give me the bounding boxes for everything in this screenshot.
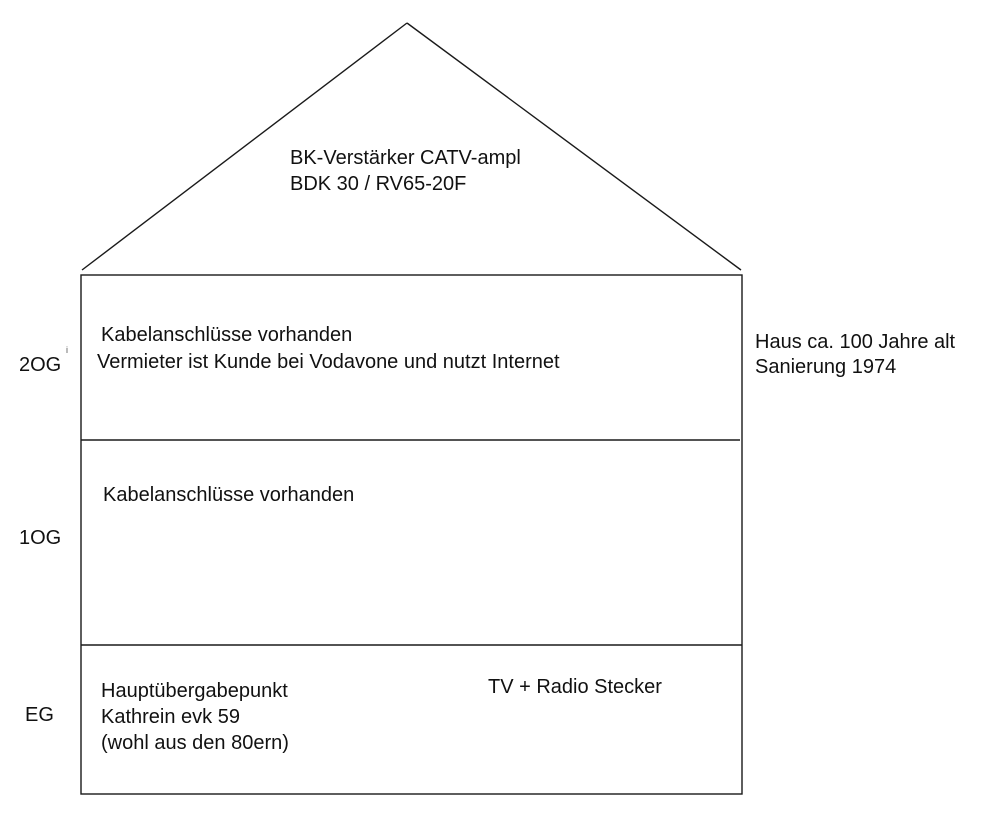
floor-eg-line-1: Hauptübergabepunkt bbox=[101, 680, 288, 702]
floor-2og-marker: i bbox=[66, 345, 68, 355]
house-note-age: Haus ca. 100 Jahre alt bbox=[755, 331, 956, 353]
roof-left-edge bbox=[81, 22, 408, 271]
house-note-renovation: Sanierung 1974 bbox=[755, 356, 897, 378]
floor-eg-line-2: Kathrein evk 59 bbox=[101, 706, 240, 728]
floor-label-eg: EG bbox=[25, 704, 54, 726]
floor-label-1og: 1OG bbox=[19, 527, 62, 549]
floor-2og-line-1: Kabelanschlüsse vorhanden bbox=[101, 324, 353, 346]
roof-amplifier-label: BK-Verstärker CATV-ampl bbox=[290, 147, 521, 169]
floor-2og-line-2: Vermieter ist Kunde bei Vodavone und nut… bbox=[97, 351, 560, 373]
roof-amplifier-model: BDK 30 / RV65-20F bbox=[290, 173, 467, 195]
roof-right-edge bbox=[406, 22, 742, 271]
floor-label-2og: 2OG bbox=[19, 354, 62, 376]
house-body bbox=[80, 274, 743, 795]
floor-eg-line-3: (wohl aus den 80ern) bbox=[101, 732, 289, 754]
floor-eg-side-note: TV + Radio Stecker bbox=[488, 676, 662, 698]
floor-1og-line-1: Kabelanschlüsse vorhanden bbox=[103, 484, 355, 506]
